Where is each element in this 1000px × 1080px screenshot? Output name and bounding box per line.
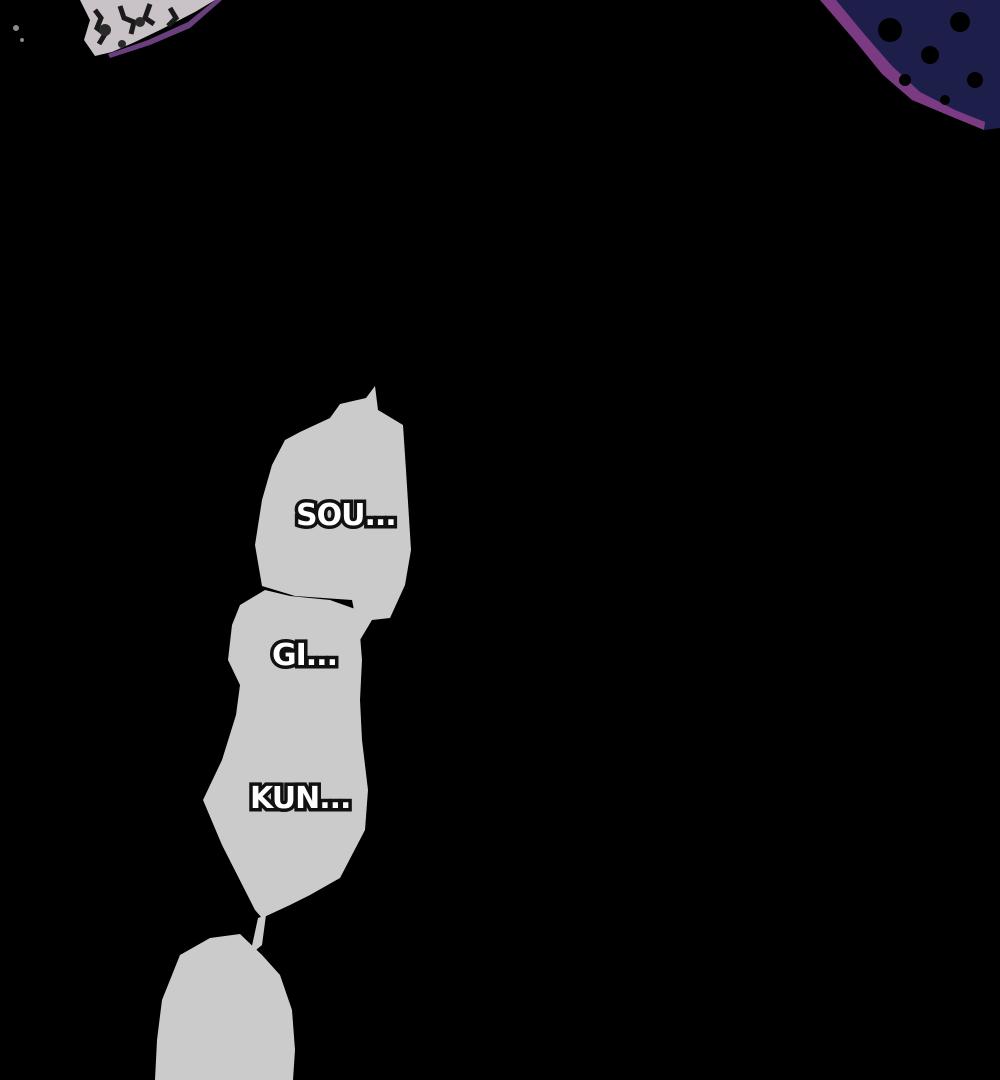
- dialogue-text-kun: KUN...: [246, 780, 354, 817]
- speech-bubble-tail: [250, 915, 266, 955]
- dialogue-text-gi: GI...: [269, 637, 342, 674]
- speech-bubble-group: [155, 386, 411, 1080]
- artwork-fragment-top-left: [13, 0, 222, 58]
- artwork-fragment-top-right: [820, 0, 1000, 130]
- speech-bubble-bottom: [155, 934, 295, 1080]
- speech-bubble-middle: [203, 590, 368, 918]
- dialogue-text-sou: SOU...: [293, 497, 401, 534]
- speech-bubble-top: [255, 386, 411, 640]
